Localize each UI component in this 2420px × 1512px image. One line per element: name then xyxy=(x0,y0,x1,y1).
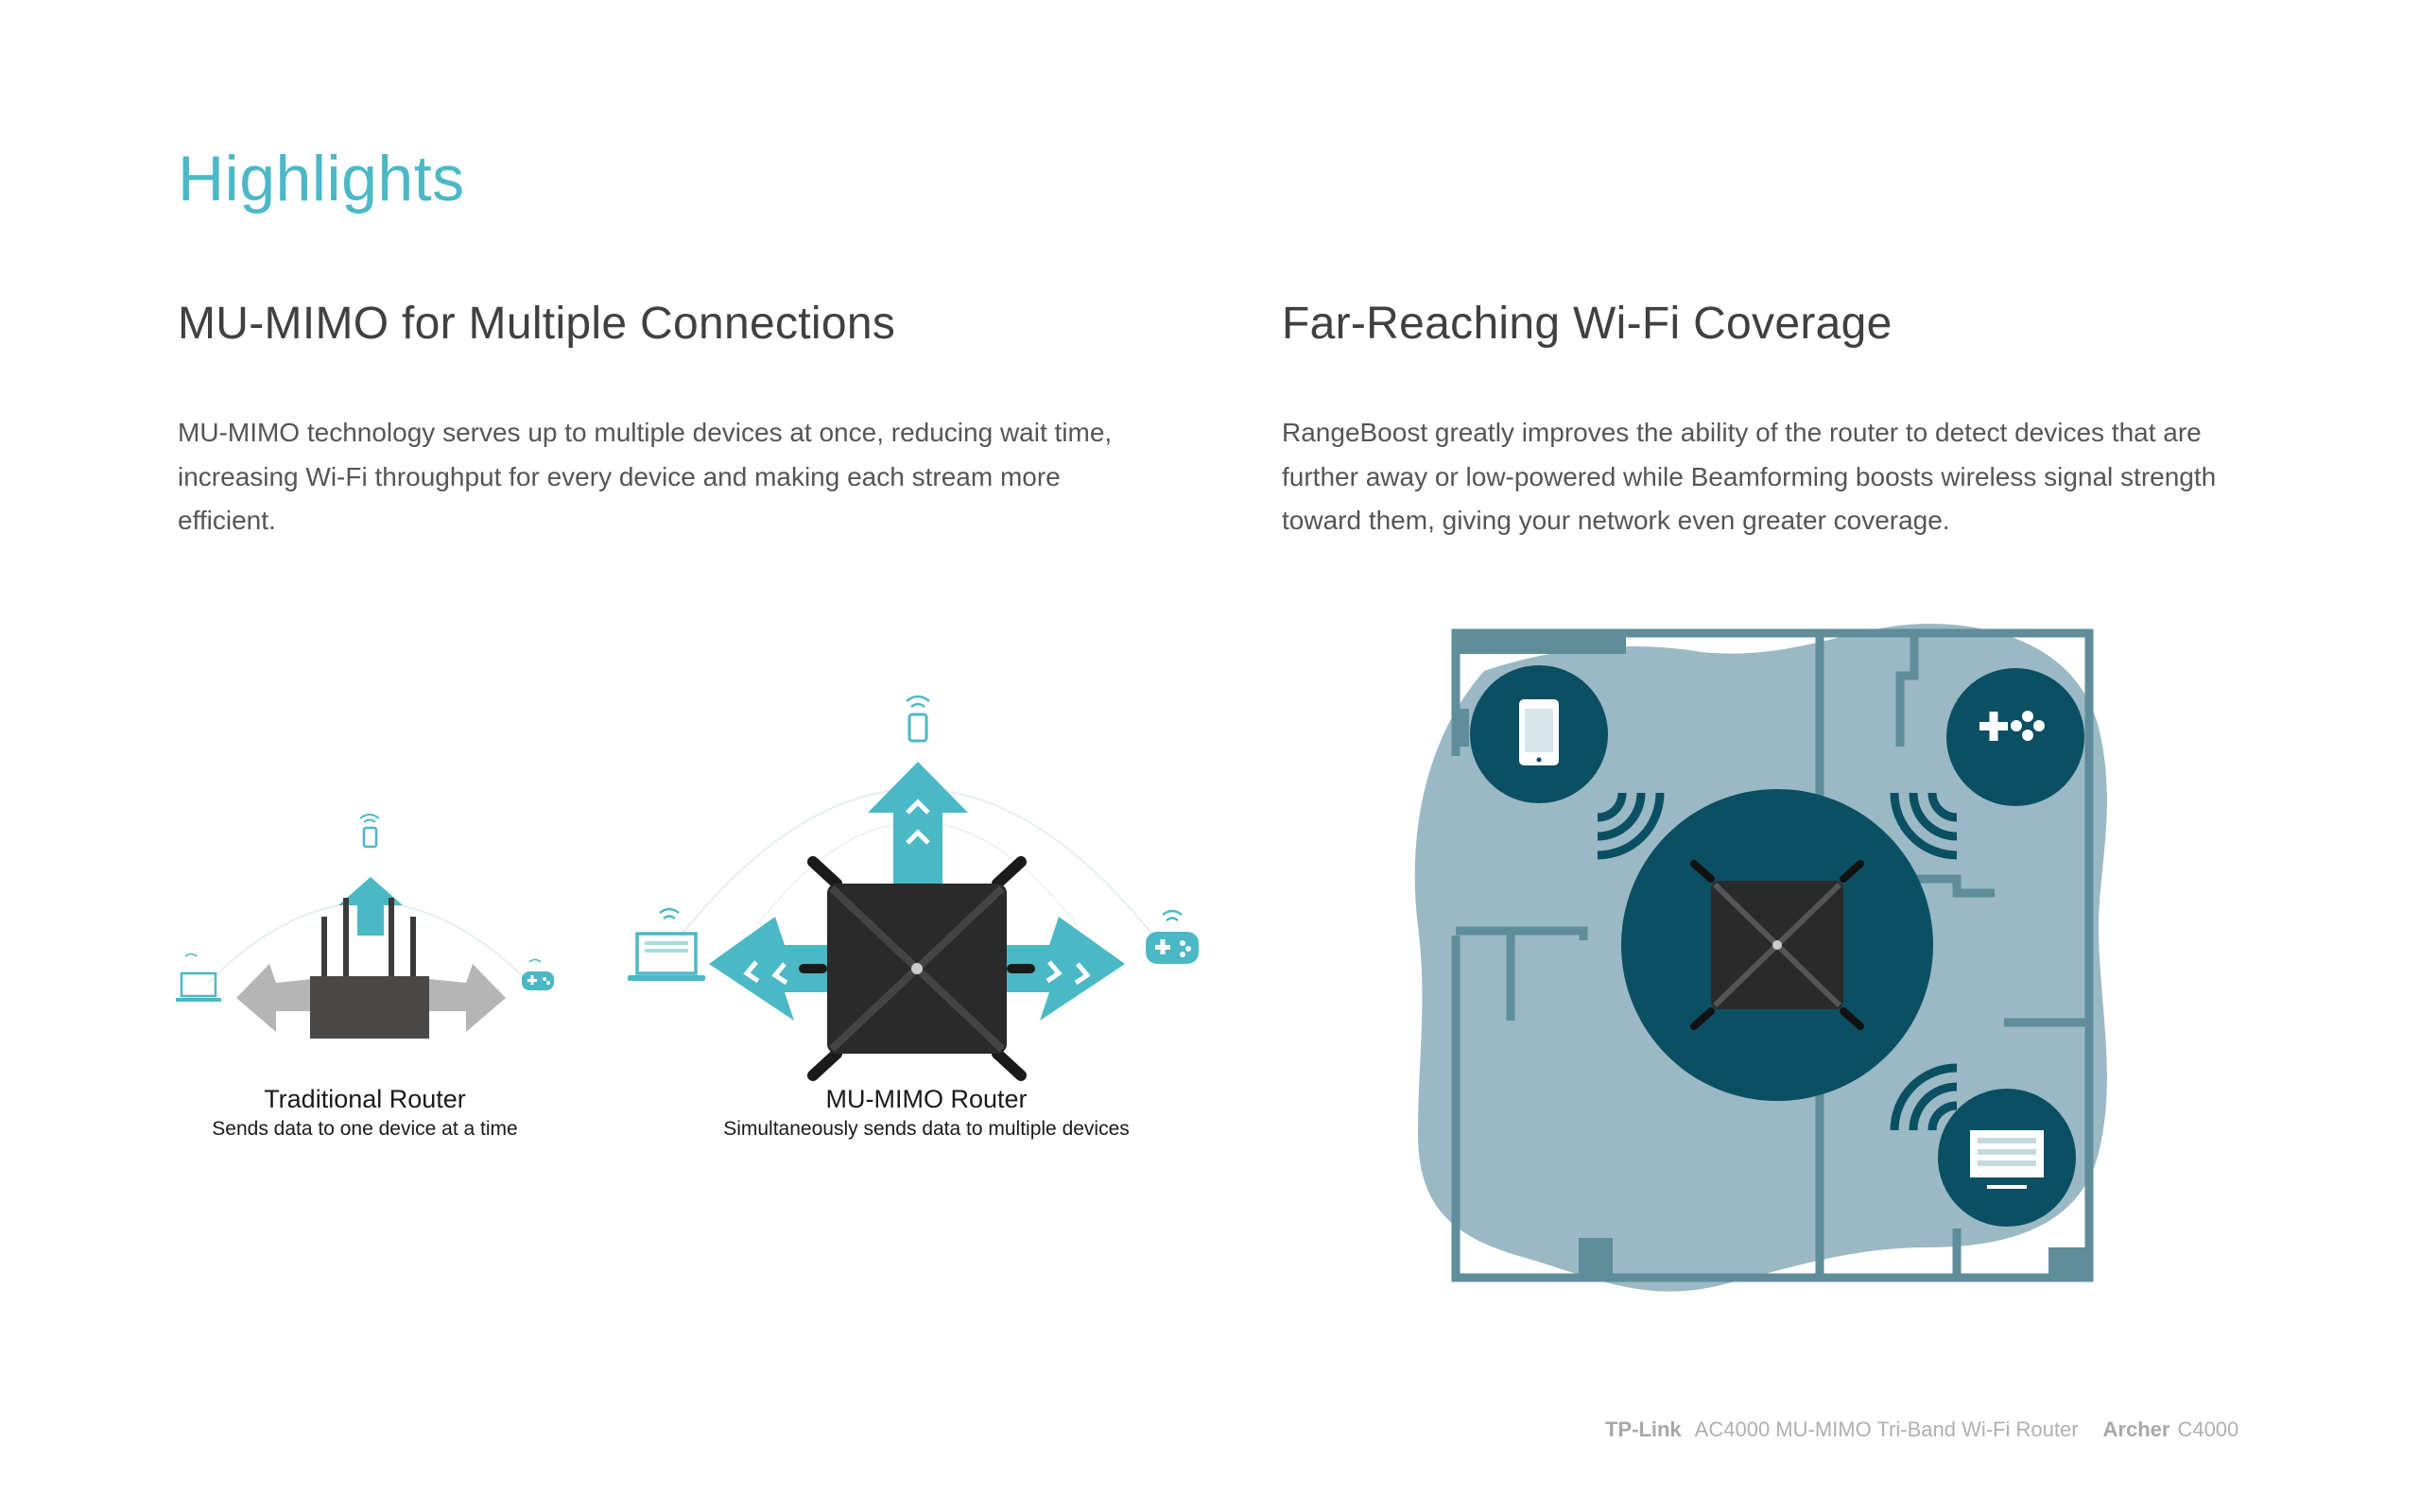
wifi-signal-icon xyxy=(1890,792,1958,860)
traditional-router-illustration xyxy=(176,814,554,1039)
wifi-signal-icon xyxy=(1597,792,1665,860)
footer-model: C4000 xyxy=(2177,1418,2239,1441)
up-arrow-icon xyxy=(868,762,968,898)
mumimo-router-title: MU-MIMO Router xyxy=(825,1085,1028,1113)
router-icon xyxy=(1690,860,1864,1030)
laptop-icon xyxy=(1970,1130,2044,1189)
mumimo-router-subtitle: Simultaneously sends data to multiple de… xyxy=(723,1118,1130,1140)
left-gray-arrow xyxy=(236,964,321,1032)
traditional-router-title: Traditional Router xyxy=(264,1085,466,1113)
footer-product: AC4000 MU-MIMO Tri-Band Wi-Fi Router xyxy=(1694,1418,2079,1441)
phone-icon xyxy=(1519,699,1559,765)
gamepad-icon xyxy=(1146,909,1199,964)
left-arrow-icon xyxy=(709,917,851,1021)
right-gray-arrow xyxy=(421,964,506,1032)
right-arrow-icon xyxy=(983,917,1125,1021)
gamepad-icon xyxy=(1969,706,2062,763)
mumimo-section-heading: MU-MIMO for Multiple Connections xyxy=(178,299,896,349)
wifi-signal-icon xyxy=(1890,1063,1958,1131)
mumimo-section-body: MU-MIMO technology serves up to multiple… xyxy=(178,418,1113,535)
traditional-router-caption: Traditional Router Sends data to one dev… xyxy=(176,1085,554,1141)
footer-series: Archer xyxy=(2102,1418,2170,1441)
mumimo-router-caption: MU-MIMO Router Simultaneously sends data… xyxy=(662,1085,1191,1141)
coverage-section-body: RangeBoost greatly improves the ability … xyxy=(1282,418,2217,535)
footer-brand: TP-Link xyxy=(1605,1418,1682,1441)
mumimo-router-illustration xyxy=(628,695,1199,1081)
footer: TP-Link AC4000 MU-MIMO Tri-Band Wi-Fi Rou… xyxy=(1605,1418,2238,1442)
coverage-floor-plan xyxy=(1414,624,2107,1292)
phone-icon xyxy=(359,814,380,849)
up-arrow-icon xyxy=(338,877,403,936)
gamepad-icon xyxy=(522,958,554,990)
router-icon xyxy=(799,856,1035,1081)
traditional-router-subtitle: Sends data to one device at a time xyxy=(212,1118,518,1140)
laptop-icon xyxy=(176,953,221,1002)
traditional-router-body xyxy=(310,976,429,1039)
laptop-icon xyxy=(628,907,705,981)
phone-icon xyxy=(906,695,930,743)
page-title: Highlights xyxy=(178,143,465,215)
coverage-section-heading: Far-Reaching Wi-Fi Coverage xyxy=(1282,299,1893,349)
